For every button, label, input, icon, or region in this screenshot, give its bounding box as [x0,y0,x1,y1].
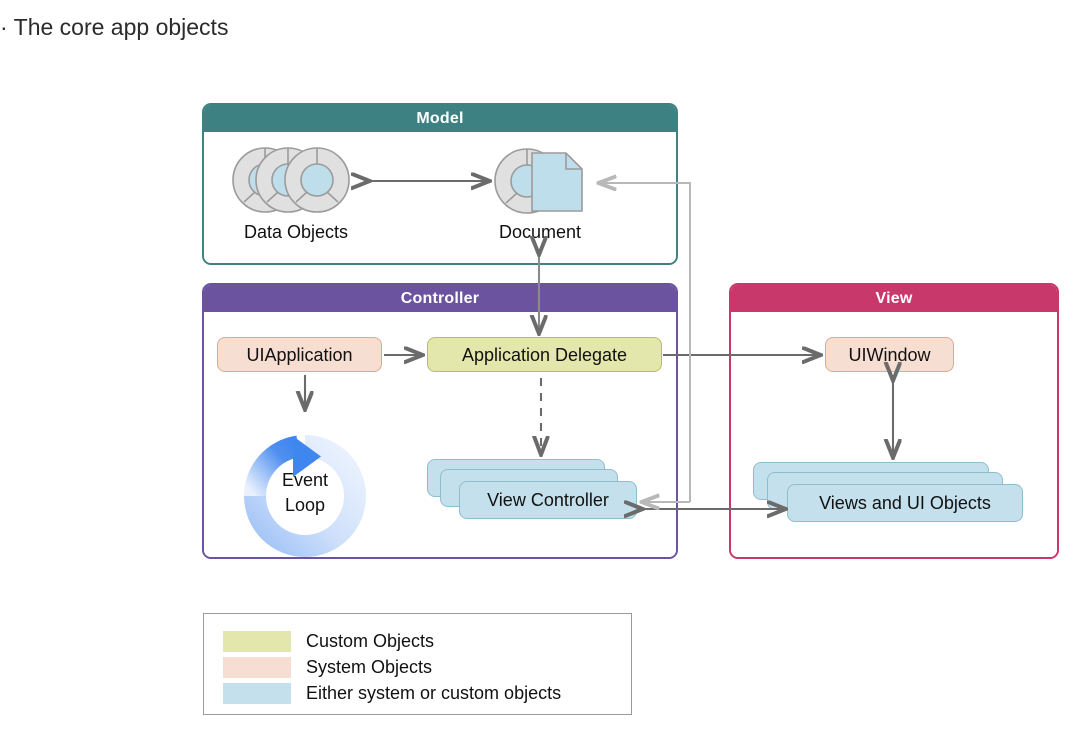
controller-group-title: Controller [204,285,676,312]
views-and-ui-objects-stack[interactable]: Views and UI Objects [753,462,1023,524]
view-group-title: View [731,285,1057,312]
data-objects-label: Data Objects [243,222,349,242]
legend-swatch-system [223,657,291,678]
legend-swatch-custom [223,631,291,652]
legend: Custom Objects System Objects Either sys… [203,613,632,715]
legend-label-system: System Objects [306,657,433,677]
document-icon [494,145,586,217]
caption-text: The core app objects [13,14,229,40]
event-loop-label-line2: Loop [284,495,326,515]
legend-label-custom: Custom Objects [306,631,435,651]
document-label: Document [498,222,582,242]
event-loop-label: Event Loop [243,468,367,518]
legend-label-either: Either system or custom objects [306,683,562,703]
event-loop-icon [243,434,367,558]
legend-row-custom: Custom Objects [223,630,434,653]
view-controller-stack[interactable]: View Controller [427,459,637,521]
uiwindow-node[interactable]: UIWindow [825,337,954,372]
legend-row-system: System Objects [223,656,432,679]
legend-row-either: Either system or custom objects [223,682,561,705]
application-delegate-node[interactable]: Application Delegate [427,337,662,372]
model-group-title: Model [204,105,676,132]
event-loop-label-line1: Event [281,470,329,490]
data-objects-icon [231,145,361,215]
legend-swatch-either [223,683,291,704]
uiapplication-node[interactable]: UIApplication [217,337,382,372]
page-title: · The core app objects [0,10,400,44]
view-controller-node[interactable]: View Controller [459,481,637,519]
views-and-ui-objects-node[interactable]: Views and UI Objects [787,484,1023,522]
caption-bullet: · [0,14,8,40]
